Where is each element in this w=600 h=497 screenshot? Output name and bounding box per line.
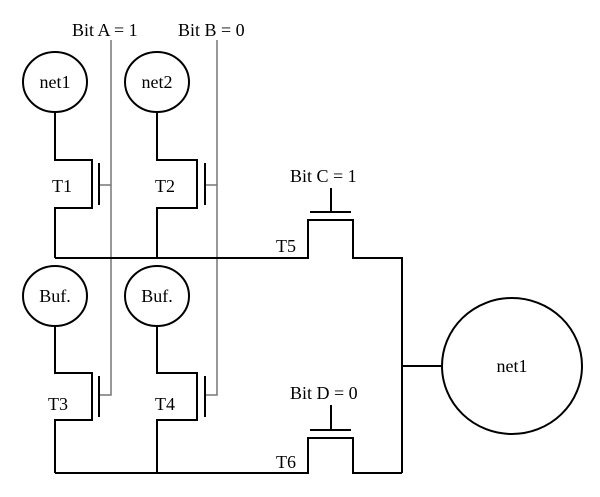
net1-output-label: net1 xyxy=(497,356,528,376)
transistor-t5: Bit C = 1 T5 xyxy=(55,166,403,473)
t1-label: T1 xyxy=(52,176,72,196)
net1-input-label: net1 xyxy=(40,72,71,92)
buffer-left-node: Buf. xyxy=(22,265,88,327)
bit-b-control-line xyxy=(205,40,218,396)
net2-input-node: net2 xyxy=(124,51,190,113)
transistor-t1: T1 xyxy=(52,112,100,258)
net1-output-node: net1 xyxy=(441,297,583,435)
transistor-t3: T3 xyxy=(48,326,100,473)
transistor-t2: T2 xyxy=(155,112,206,258)
net2-input-label: net2 xyxy=(142,72,173,92)
t5-label: T5 xyxy=(276,236,296,256)
bit-a-control-line xyxy=(99,40,112,396)
bit-d-label: Bit D = 0 xyxy=(290,383,358,403)
buffer-right-node: Buf. xyxy=(124,265,190,327)
t2-label: T2 xyxy=(155,176,175,196)
t4-label: T4 xyxy=(155,394,175,414)
t6-label: T6 xyxy=(276,452,296,472)
buffer-right-label: Buf. xyxy=(141,286,173,306)
transistor-t6: Bit D = 0 T6 xyxy=(55,383,402,474)
buffer-left-label: Buf. xyxy=(39,286,71,306)
t3-label: T3 xyxy=(48,394,68,414)
bit-a-label: Bit A = 1 xyxy=(72,20,138,40)
bit-b-label: Bit B = 0 xyxy=(178,20,245,40)
transistor-t4: T4 xyxy=(155,326,206,473)
net1-input-node: net1 xyxy=(22,51,88,113)
bit-c-label: Bit C = 1 xyxy=(290,166,357,186)
